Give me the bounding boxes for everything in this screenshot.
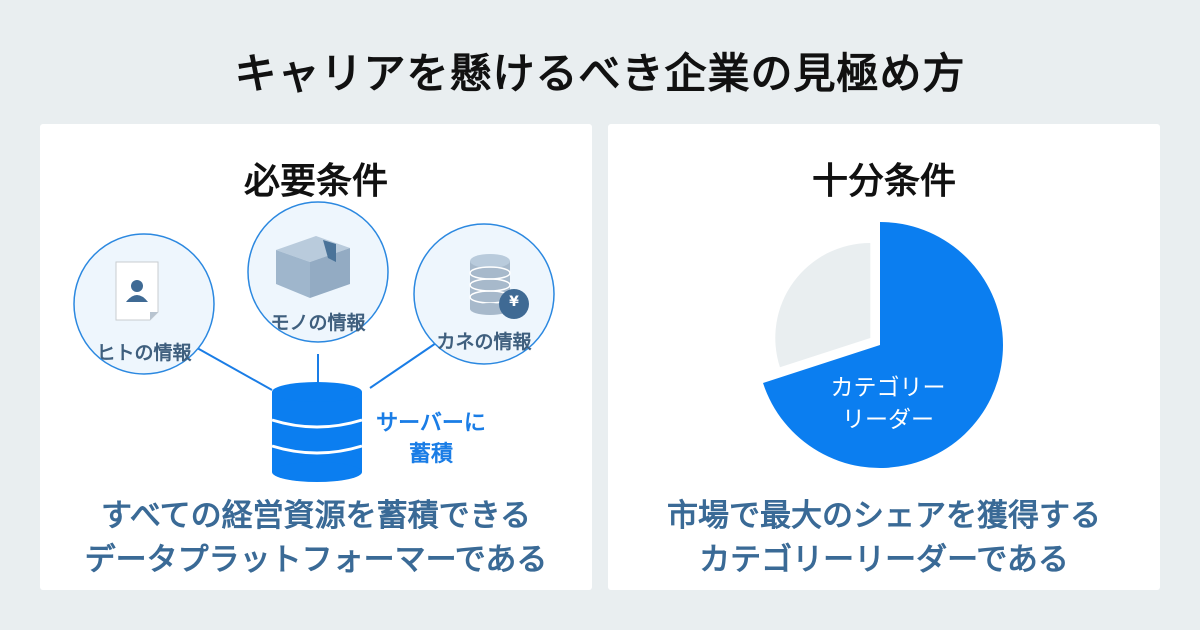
sufficient-condition-panel: 十分条件 カテゴリー リーダー 市場で最大のシェアを獲得する カテゴリーリーダー… <box>608 124 1160 590</box>
circle-people <box>73 233 215 375</box>
server-label-line1: サーバーに <box>376 411 486 436</box>
pie-slice-category-leader <box>763 222 1003 468</box>
pie-label: カテゴリー リーダー <box>808 372 968 436</box>
pie-label-line2: リーダー <box>842 407 934 433</box>
pie-label-line1: カテゴリー <box>830 375 946 401</box>
server-label-line2: 蓄積 <box>408 442 453 467</box>
caption-line1: すべての経営資源を蓄積できる <box>101 498 531 534</box>
left-caption: すべての経営資源を蓄積できる データプラットフォーマーである <box>40 494 592 582</box>
box-icon <box>276 236 350 298</box>
page-title: キャリアを懸けるべき企業の見極め方 <box>234 49 966 98</box>
panel-heading: 十分条件 <box>811 161 956 202</box>
panel-heading: 必要条件 <box>243 161 388 202</box>
right-caption: 市場で最大のシェアを獲得する カテゴリーリーダーである <box>608 494 1160 582</box>
caption-line2: カテゴリーリーダーである <box>699 542 1069 578</box>
circle-label-goods: モノの情報 <box>270 312 366 334</box>
necessary-condition-panel: 必要条件 <box>40 124 592 590</box>
database-server-icon <box>271 382 363 482</box>
circle-money <box>413 223 555 365</box>
circle-label-money: カネの情報 <box>436 331 532 353</box>
yen-symbol: ¥ <box>509 294 519 310</box>
person-document-icon <box>115 261 159 321</box>
connector-lines <box>189 338 443 391</box>
pie-slice-other <box>775 242 871 368</box>
server-label: サーバーに 蓄積 <box>366 408 496 470</box>
data-platform-diagram <box>73 201 555 482</box>
market-share-pie <box>763 222 1003 468</box>
caption-line2: データプラットフォーマーである <box>84 542 548 578</box>
caption-line1: 市場で最大のシェアを獲得する <box>667 498 1101 534</box>
coin-stack-yen-icon <box>469 254 529 319</box>
circle-label-people: ヒトの情報 <box>96 342 192 364</box>
circle-goods <box>247 201 389 343</box>
